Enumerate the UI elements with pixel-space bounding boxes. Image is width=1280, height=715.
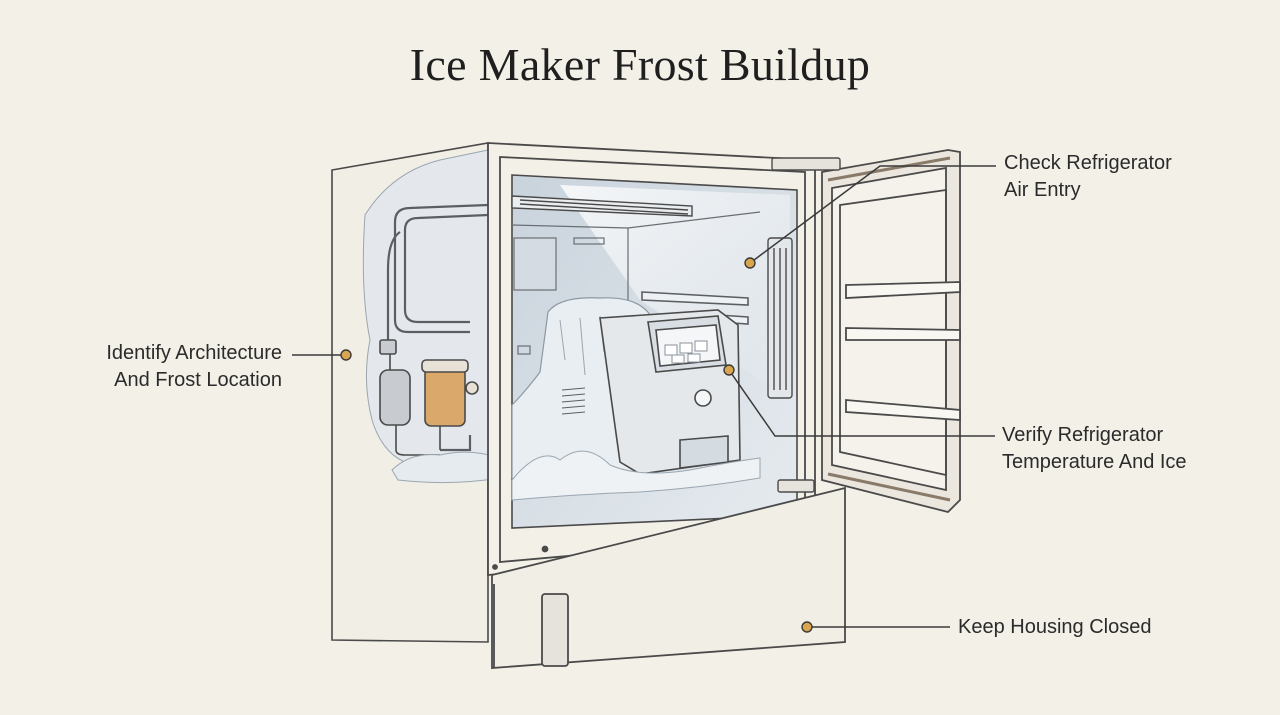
marker-housing bbox=[801, 621, 813, 633]
callout-architecture-line1: Identify Architecture bbox=[106, 342, 282, 364]
door-hinge bbox=[771, 157, 841, 171]
callout-temperature-line1: Verify Refrigerator bbox=[1002, 424, 1164, 446]
ice-maker-vents bbox=[561, 387, 586, 415]
solenoid-valve bbox=[379, 339, 440, 456]
callout-architecture: Identify Architecture And Frost Location bbox=[106, 340, 282, 394]
evaporator-coil bbox=[511, 195, 693, 217]
door-handle bbox=[541, 593, 569, 667]
interior-back-wall bbox=[511, 211, 761, 400]
water-filter bbox=[421, 359, 479, 450]
air-vent bbox=[767, 237, 793, 399]
lower-hinge bbox=[777, 479, 815, 493]
floor-frost-pile bbox=[511, 450, 761, 501]
door-shelves bbox=[845, 281, 961, 421]
leader-temperature bbox=[728, 369, 995, 437]
ice-maker-unit bbox=[561, 309, 741, 475]
callout-air-entry: Check Refrigerator Air Entry bbox=[1004, 150, 1172, 204]
callout-leader-lines bbox=[292, 165, 996, 628]
marker-temperature bbox=[723, 364, 735, 376]
refrigerator-lower-door bbox=[491, 486, 846, 669]
callout-housing-line1: Keep Housing Closed bbox=[958, 616, 1152, 638]
door-gasket bbox=[827, 156, 951, 502]
ice-cubes bbox=[664, 340, 708, 364]
callout-architecture-line2: And Frost Location bbox=[114, 369, 282, 391]
marker-air-entry bbox=[744, 257, 756, 269]
callout-air-entry-line1: Check Refrigerator bbox=[1004, 152, 1172, 174]
ice-drip-lines bbox=[559, 315, 623, 381]
callout-markers bbox=[340, 257, 813, 633]
page-title: Ice Maker Frost Buildup bbox=[409, 39, 871, 90]
open-freezer-door bbox=[821, 149, 961, 513]
leader-air-entry bbox=[749, 165, 996, 264]
callout-housing: Keep Housing Closed bbox=[958, 614, 1151, 641]
callout-air-entry-line2: Air Entry bbox=[1004, 179, 1081, 201]
callout-temperature: Verify Refrigerator Temperature And Ice bbox=[1002, 422, 1187, 476]
refrigerant-tubing bbox=[386, 203, 489, 452]
marker-architecture bbox=[340, 349, 352, 361]
callout-temperature-line2: Temperature And Ice bbox=[1002, 451, 1187, 473]
